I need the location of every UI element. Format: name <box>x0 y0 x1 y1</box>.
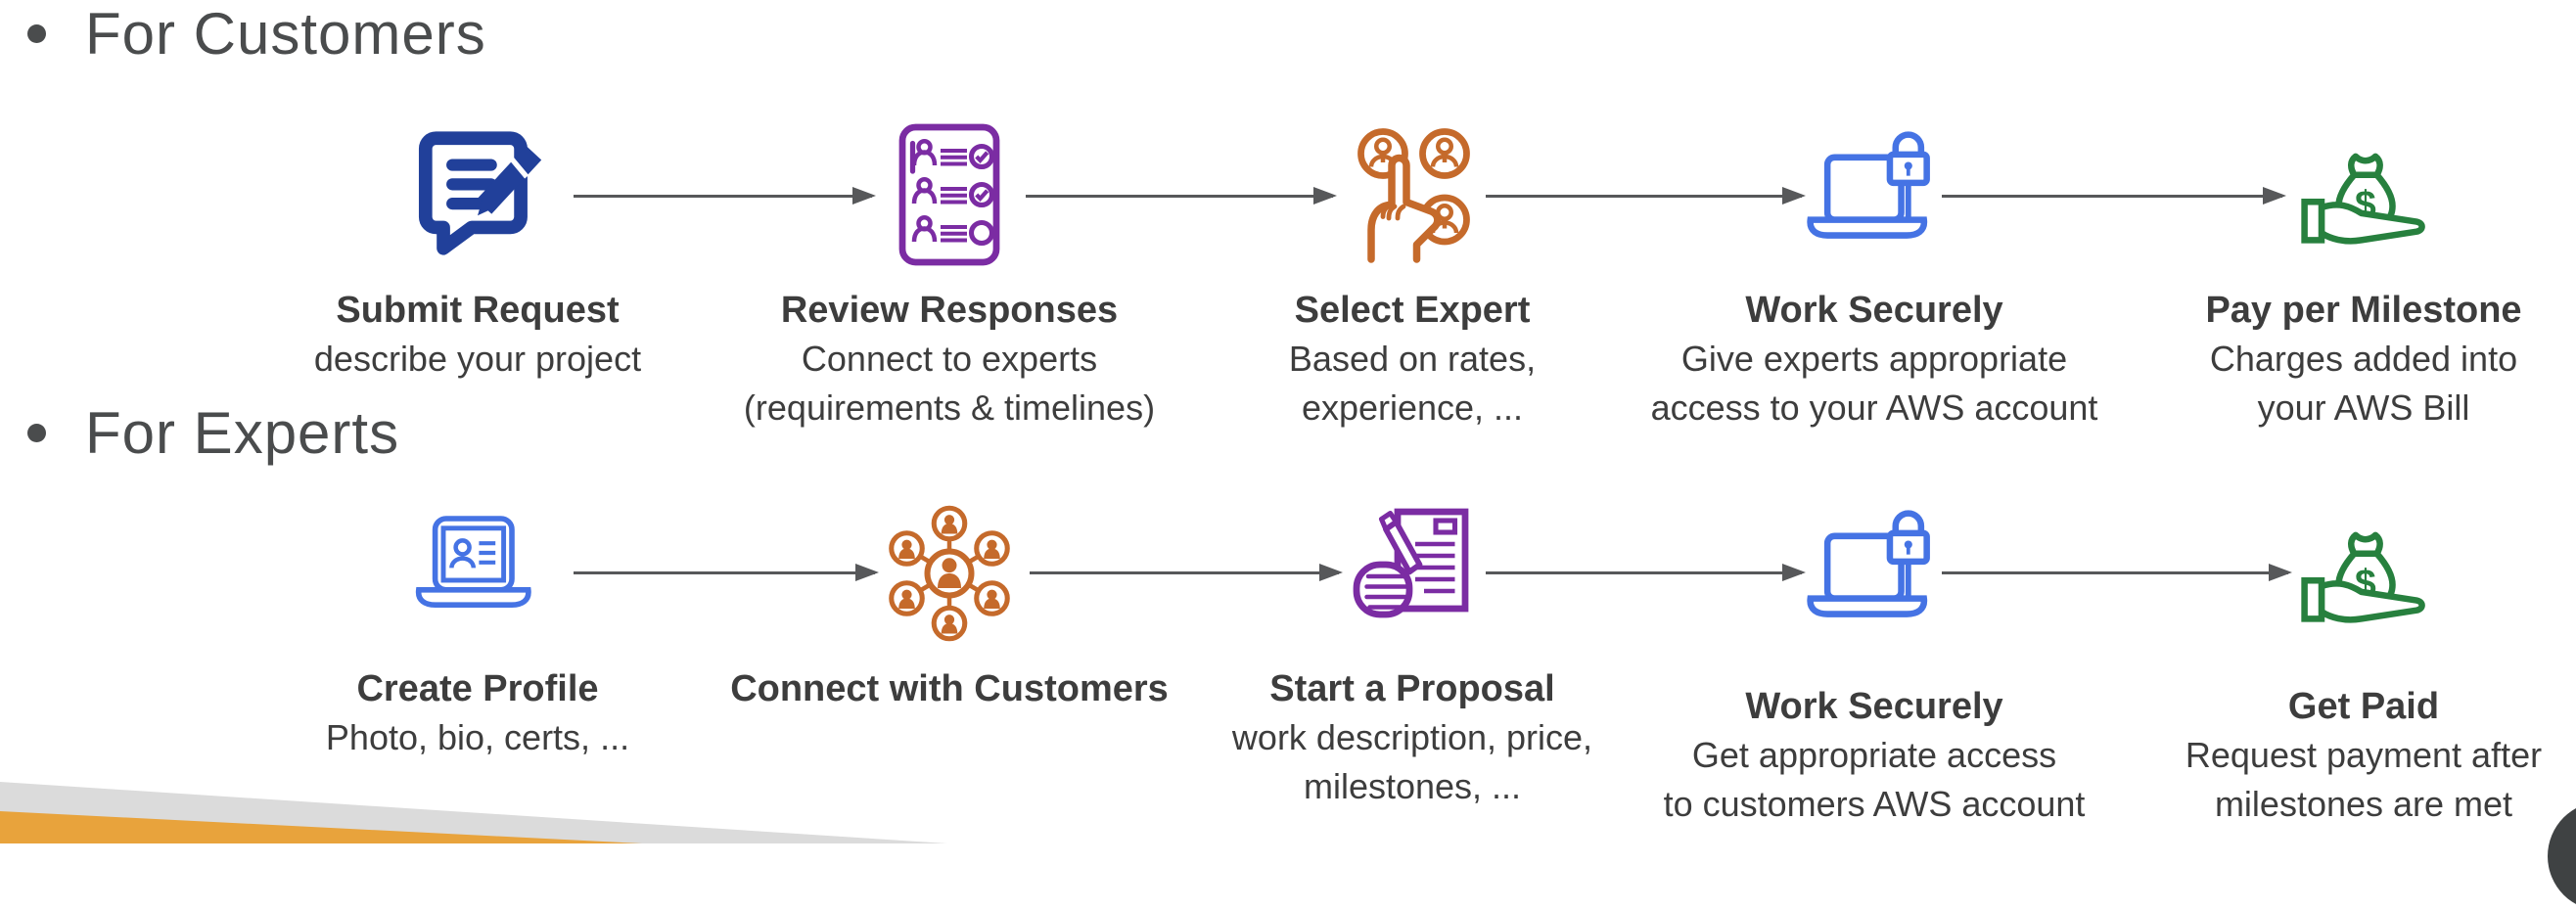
laptop-profile-icon <box>248 492 708 654</box>
step-title: Work Securely <box>1745 290 2003 331</box>
step-desc-line: Photo, bio, certs, ... <box>325 717 630 758</box>
bullet-icon <box>27 24 46 43</box>
flow-arrow-icon <box>574 564 879 581</box>
step-select-expert: Select Expert Based on rates, experience… <box>1182 114 1642 433</box>
section-heading-for-customers: For Customers <box>27 0 486 68</box>
step-title: Connect with Customers <box>730 668 1169 709</box>
step-connect-with-customers: Connect with Customers <box>719 492 1179 713</box>
step-desc-line: Charges added into <box>2209 339 2518 380</box>
flow-arrow-icon <box>1942 187 2286 205</box>
step-desc-line: Give experts appropriate <box>1680 339 2068 380</box>
step-desc-line: access to your AWS account <box>1650 387 2098 429</box>
bullet-icon <box>27 424 46 442</box>
step-work-securely-experts: Work Securely Get appropriate access to … <box>1644 492 2104 829</box>
flow-arrow-icon <box>574 187 876 205</box>
step-title: Start a Proposal <box>1269 668 1555 709</box>
step-start-a-proposal: Start a Proposal work description, price… <box>1182 492 1642 811</box>
step-title: Work Securely <box>1745 686 2003 727</box>
step-desc-line: work description, price, <box>1231 717 1593 758</box>
step-desc-line: Get appropriate access <box>1691 735 2057 776</box>
step-pay-per-milestone: $ Pay per Milestone Charges added into y… <box>2134 114 2576 433</box>
people-network-icon <box>719 492 1179 654</box>
bottom-ribbon-decoration <box>0 782 947 843</box>
step-desc-line: milestones, ... <box>1303 766 1522 807</box>
laptop-lock-icon <box>1644 492 2104 654</box>
step-title: Get Paid <box>2287 686 2440 727</box>
money-bag-hand-icon: $ <box>2134 492 2576 654</box>
review-responses-checklist-icon <box>719 114 1179 275</box>
step-desc-line: milestones are met <box>2214 784 2513 825</box>
step-title: Create Profile <box>356 668 599 709</box>
step-desc-line: Based on rates, <box>1288 339 1537 380</box>
step-desc-line: experience, ... <box>1301 387 1524 429</box>
step-desc-line: describe your project <box>313 339 642 380</box>
flow-arrow-icon <box>1486 187 1806 205</box>
laptop-lock-icon <box>1644 114 2104 275</box>
heading-text: For Experts <box>85 400 400 466</box>
step-desc-line: to customers AWS account <box>1663 784 2086 825</box>
select-expert-hand-icon <box>1182 114 1642 275</box>
step-submit-request: Submit Request describe your project <box>248 114 708 384</box>
flow-arrow-icon <box>1942 564 2292 581</box>
flow-arrow-icon <box>1030 564 1343 581</box>
step-review-responses: Review Responses Connect to experts (req… <box>719 114 1179 433</box>
step-title: Review Responses <box>780 290 1119 331</box>
section-heading-for-experts: For Experts <box>27 399 399 467</box>
step-desc-line: your AWS Bill <box>2257 387 2470 429</box>
step-desc-line: (requirements & timelines) <box>743 387 1156 429</box>
flow-arrow-icon <box>1486 564 1806 581</box>
step-desc-line: Request payment after <box>2185 735 2543 776</box>
step-get-paid: $ Get Paid Request payment after milesto… <box>2134 492 2576 829</box>
submit-request-icon <box>248 114 708 275</box>
step-title: Select Expert <box>1294 290 1531 331</box>
money-bag-hand-icon: $ <box>2134 114 2576 275</box>
flow-arrow-icon <box>1026 187 1337 205</box>
heading-text: For Customers <box>85 1 486 67</box>
step-desc-line: Connect to experts <box>801 339 1098 380</box>
step-title: Submit Request <box>336 290 620 331</box>
step-title: Pay per Milestone <box>2205 290 2522 331</box>
step-create-profile: Create Profile Photo, bio, certs, ... <box>248 492 708 762</box>
step-work-securely-customers: Work Securely Give experts appropriate a… <box>1644 114 2104 433</box>
hand-writing-document-icon <box>1182 492 1642 654</box>
